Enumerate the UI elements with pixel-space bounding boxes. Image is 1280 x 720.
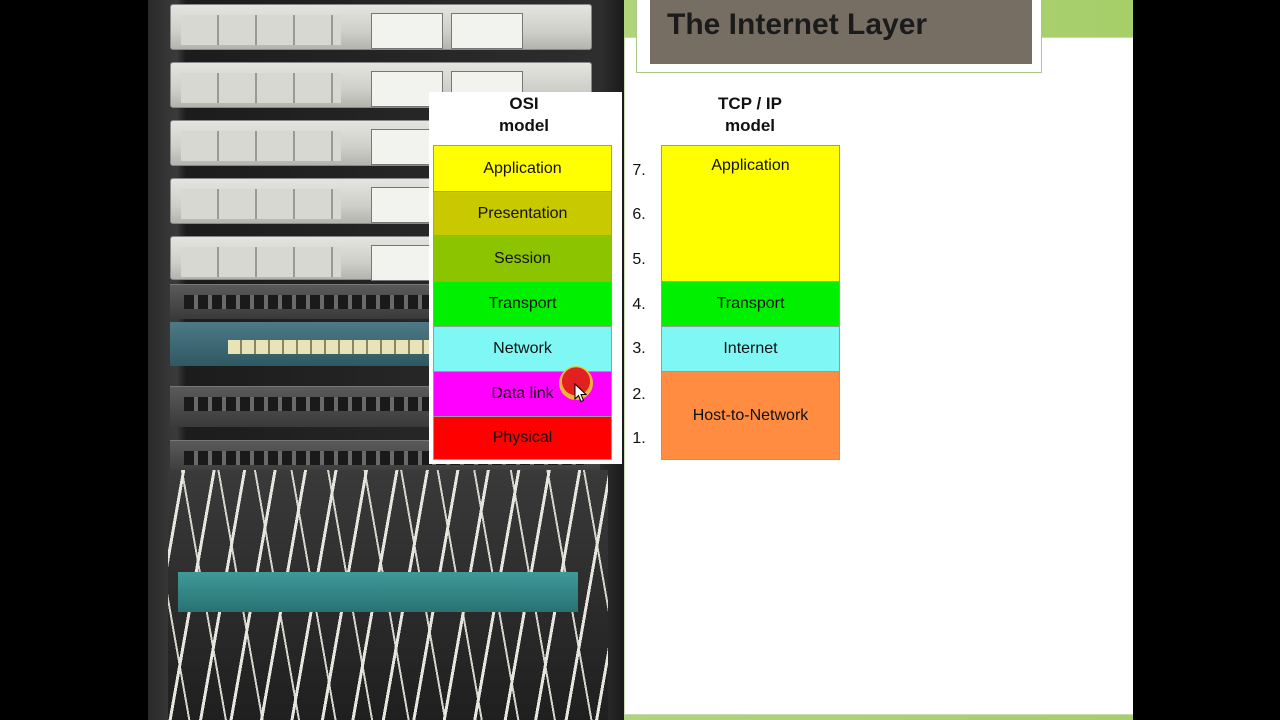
- tcpip-layer-internet: Internet: [661, 326, 840, 371]
- layer-number-2: 2.: [632, 386, 646, 403]
- right-letterbox: [1133, 0, 1280, 720]
- layer-number-6: 6.: [632, 206, 646, 223]
- tcpip-layer-transport: Transport: [661, 281, 840, 326]
- layer-number-3: 3.: [632, 340, 646, 357]
- slide-background: [148, 0, 1133, 720]
- router-unit: [170, 4, 592, 50]
- layer-number-7: 7.: [632, 162, 646, 179]
- osi-layer-network: Network: [433, 326, 612, 371]
- cursor-icon: [574, 383, 588, 403]
- router-unit: [170, 62, 592, 108]
- layer-number-4: 4.: [632, 296, 646, 313]
- layer-number-1: 1.: [632, 430, 646, 447]
- switch-panel: [178, 572, 578, 612]
- tcpip-layer-host-to-network: Host-to-Network: [661, 371, 840, 460]
- osi-layer-application: Application: [433, 145, 612, 191]
- osi-layer-physical: Physical: [433, 416, 612, 460]
- tcpip-layer-application: Application: [661, 145, 840, 281]
- layer-number-5: 5.: [632, 251, 646, 268]
- page-title: The Internet Layer: [667, 8, 928, 41]
- osi-layer-transport: Transport: [433, 281, 612, 326]
- osi-layer-presentation: Presentation: [433, 191, 612, 235]
- osi-layer-session: Session: [433, 235, 612, 281]
- title-box: [650, 0, 1032, 64]
